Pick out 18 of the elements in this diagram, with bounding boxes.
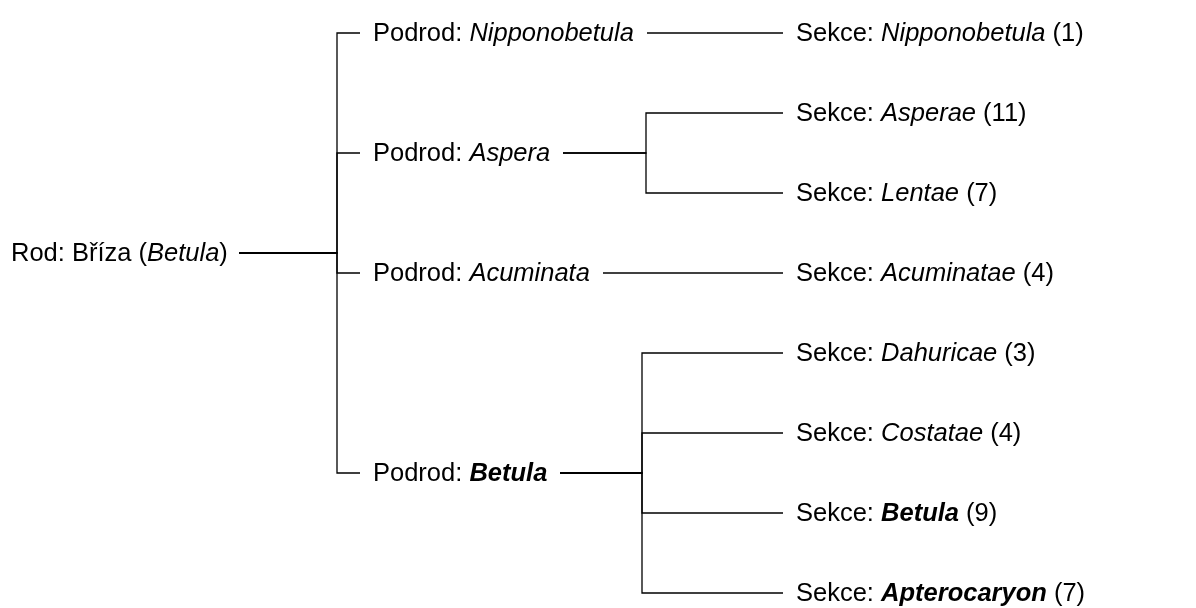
tree-connector [238,252,361,474]
tree-connector [646,32,784,34]
tree-connector [562,152,784,194]
taxon-label: Podrod: Acuminata [360,258,603,288]
tree-connector [559,472,784,594]
taxon-label: Podrod: Aspera [360,138,564,168]
taxon-label: Sekce: Dahuricae (3) [783,338,1049,368]
taxon-label: Podrod: Nipponobetula [360,18,647,48]
taxon-label: Sekce: Acuminatae (4) [783,258,1067,288]
taxon-label: Rod: Bříza (Betula) [0,238,239,268]
taxon-label: Sekce: Lentae (7) [783,178,1011,208]
taxon-label: Podrod: Betula [360,458,561,488]
taxon-label: Sekce: Nipponobetula (1) [783,18,1097,48]
taxon-label: Sekce: Betula (9) [783,498,1011,528]
taxon-label: Sekce: Costatae (4) [783,418,1035,448]
taxon-label: Sekce: Apterocaryon (7) [783,578,1099,608]
tree-connector [602,272,784,274]
taxon-label: Sekce: Asperae (11) [783,98,1040,128]
